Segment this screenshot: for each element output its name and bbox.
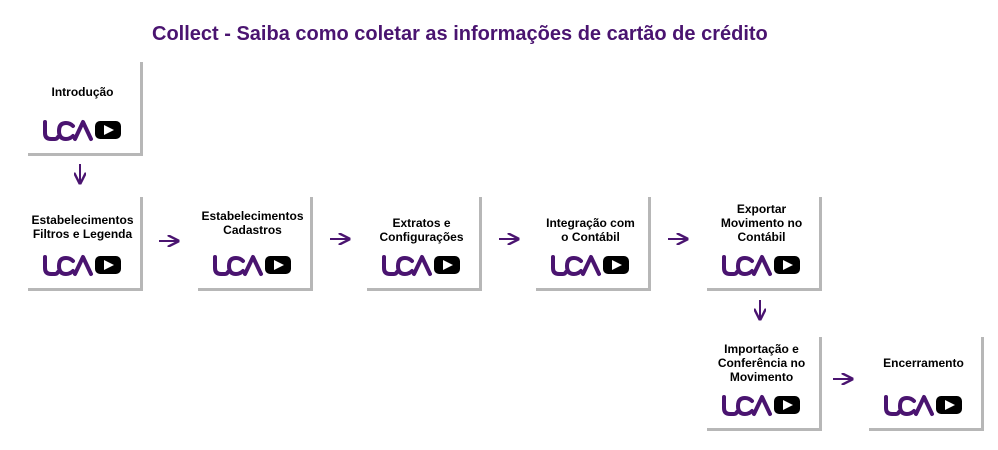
uca-play-video-icon[interactable] xyxy=(382,253,462,277)
step-label: Exportar Movimento no Contábil xyxy=(720,202,803,244)
uca-play-video-icon[interactable] xyxy=(551,253,631,277)
uca-play-video-icon[interactable] xyxy=(213,253,293,277)
step-card-introducao[interactable]: Introdução xyxy=(25,59,140,153)
step-card-estabelecimentos-cadastros[interactable]: Estabelecimentos Cadastros xyxy=(195,194,310,288)
arrow-down-icon xyxy=(752,300,768,322)
step-card-importacao[interactable]: Importação e Conferência no Movimento xyxy=(704,334,819,428)
step-label: Integração com o Contábil xyxy=(546,216,635,244)
step-label: Encerramento xyxy=(883,356,964,370)
step-card-estabelecimentos-filtros[interactable]: Estabelecimentos Filtros e Legenda xyxy=(25,194,140,288)
step-card-integracao[interactable]: Integração com o Contábil xyxy=(533,194,648,288)
page-title: Collect - Saiba como coletar as informaç… xyxy=(152,23,768,45)
step-card-extratos[interactable]: Extratos e Configurações xyxy=(364,194,479,288)
step-label: Estabelecimentos Filtros e Legenda xyxy=(31,213,134,241)
uca-play-video-icon[interactable] xyxy=(722,253,802,277)
step-label: Introdução xyxy=(51,85,114,99)
step-card-exportar[interactable]: Exportar Movimento no Contábil xyxy=(704,194,819,288)
arrow-right-icon xyxy=(668,231,690,247)
uca-play-video-icon[interactable] xyxy=(722,393,802,417)
step-label: Importação e Conferência no Movimento xyxy=(717,342,806,384)
uca-play-video-icon[interactable] xyxy=(43,118,123,142)
step-label: Extratos e Configurações xyxy=(379,216,464,244)
arrow-right-icon xyxy=(159,233,181,249)
step-label: Estabelecimentos Cadastros xyxy=(201,209,304,237)
uca-play-video-icon[interactable] xyxy=(884,393,964,417)
arrow-right-icon xyxy=(499,231,521,247)
arrow-right-icon xyxy=(833,371,855,387)
uca-play-video-icon[interactable] xyxy=(43,253,123,277)
arrow-right-icon xyxy=(330,231,352,247)
step-card-encerramento[interactable]: Encerramento xyxy=(866,334,981,428)
arrow-down-icon xyxy=(72,164,88,186)
